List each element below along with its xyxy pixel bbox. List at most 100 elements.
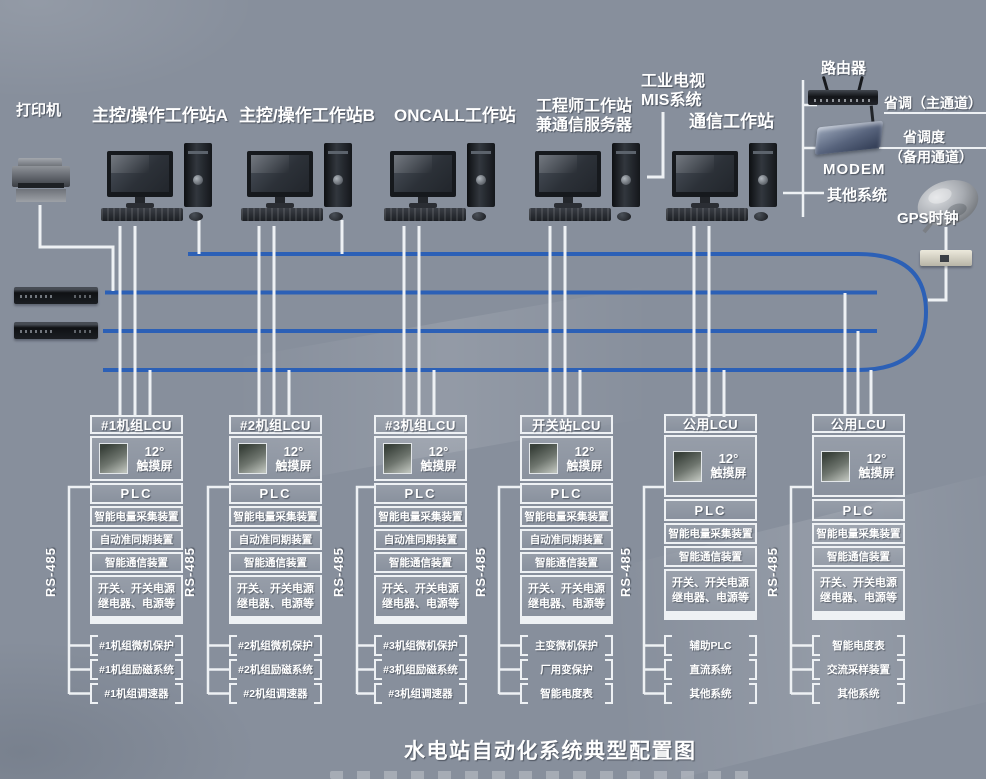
linked-device: 智能电度表 (520, 683, 613, 704)
touchscreen-label: 12° 触摸屏 (420, 443, 457, 473)
rs485-label: RS-485 (43, 546, 58, 598)
printer-label: 打印机 (16, 102, 62, 119)
lcu-section: 智能电量采集装置 (90, 506, 183, 527)
linked-device: #1机组调速器 (90, 683, 183, 704)
touchscreen-label: 12° 触摸屏 (136, 443, 173, 473)
touchscreen-icon (673, 450, 702, 482)
keyboard (241, 208, 323, 221)
touchscreen-icon (383, 443, 412, 474)
linked-device: #3机组励磁系统 (374, 659, 467, 680)
backup-channel-note: （备用通道） (889, 149, 973, 165)
drop-lines-lcu4 (548, 226, 582, 417)
keyboard (529, 208, 611, 221)
lcu-section: 智能通信装置 (229, 552, 322, 573)
lcu-switch-section: 开关、开关电源 继电器、电源等 (812, 569, 905, 613)
linked-device: 直流系统 (664, 659, 757, 680)
keyboard (384, 208, 466, 221)
touchscreen-icon (238, 443, 267, 474)
lcu-header: #3机组LCU (374, 415, 467, 434)
mis-link-line (647, 112, 665, 179)
lcu-header: #2机组LCU (229, 415, 322, 434)
oncall-label: ONCALL工作站 (394, 106, 516, 125)
lcu-plc-row: PLC (664, 499, 757, 521)
lcu-cabinet-base (374, 618, 467, 624)
gps-receiver-device (920, 250, 972, 266)
linked-device: #2机组微机保护 (229, 635, 322, 656)
computer-tower (749, 143, 777, 207)
monitor-stand (275, 197, 285, 204)
touchscreen-icon (99, 443, 128, 474)
lcu-header: #1机组LCU (90, 415, 183, 434)
rs485-label: RS-485 (765, 546, 780, 598)
rs485-label: RS-485 (618, 546, 633, 598)
main-channel-label: 省调（主通道） (884, 95, 982, 111)
computer-tower (467, 143, 495, 207)
engineer-label-line2: 兼通信服务器 (536, 117, 633, 134)
engineer-label: 工程师工作站 兼通信服务器 (536, 97, 632, 135)
router-body (808, 90, 878, 105)
printer-cable (38, 205, 115, 291)
mouse (617, 212, 631, 221)
backup-channel-name: 省调度 (903, 129, 945, 145)
printer-body (12, 166, 70, 187)
lcu-section: 智能通信装置 (664, 546, 757, 567)
monitor-stand (418, 197, 428, 204)
lcu-plc-row: PLC (90, 483, 183, 504)
linked-device: 辅助PLC (664, 635, 757, 656)
linked-device: 其他系统 (812, 683, 905, 704)
printer-lid (18, 158, 62, 167)
monitor-base (409, 203, 437, 208)
computer-tower (184, 143, 212, 207)
monitor-stand (700, 197, 710, 204)
linked-device: 其他系统 (664, 683, 757, 704)
workstation-b-label: 主控/操作工作站B (239, 106, 375, 125)
lcu-section: 自动准同期装置 (90, 529, 183, 550)
other-systems-label: 其他系统 (827, 187, 888, 204)
satellite-dish-icon (910, 176, 984, 239)
modem-device (812, 105, 890, 163)
rs485-bracket-lcu1 (67, 485, 90, 695)
monitor (672, 151, 738, 197)
network-switch-2 (14, 322, 98, 339)
gps-cable (928, 227, 948, 302)
printer-slot (18, 183, 64, 188)
workstation-device-b (241, 143, 357, 229)
linked-device: #1机组励磁系统 (90, 659, 183, 680)
linked-device: 主变微机保护 (520, 635, 613, 656)
touchscreen-label: 12° 触摸屏 (566, 443, 603, 473)
mis-label: 工业电视 MIS系统 (641, 72, 705, 110)
touchscreen-label: 12° 触摸屏 (858, 451, 895, 481)
drop-lines-lcu3 (402, 226, 436, 417)
router-lights (814, 99, 872, 102)
lcu-switch-section: 开关、开关电源 继电器、电源等 (90, 575, 183, 618)
monitor-base (126, 203, 154, 208)
mouse (754, 212, 768, 221)
drop-lines-lcu5 (692, 226, 726, 417)
lcu-section: 自动准同期装置 (229, 529, 322, 550)
computer-tower (324, 143, 352, 207)
mis-label-line1: 工业电视 (641, 73, 706, 90)
lcu-plc-row: PLC (229, 483, 322, 504)
mis-label-line2: MIS系统 (641, 92, 702, 109)
linked-device: #3机组调速器 (374, 683, 467, 704)
lcu-cabinet-base (664, 613, 757, 620)
lcu-cabinet-base (520, 618, 613, 624)
router-label: 路由器 (821, 60, 867, 77)
lcu-switch-section: 开关、开关电源 继电器、电源等 (520, 575, 613, 618)
printer-device (12, 158, 70, 210)
linked-device: 厂用变保护 (520, 659, 613, 680)
computer-tower (612, 143, 640, 207)
modem-label: MODEM (823, 161, 886, 178)
workstation-a-label: 主控/操作工作站A (92, 106, 228, 125)
linked-device: #1机组微机保护 (90, 635, 183, 656)
lcu-section: 智能通信装置 (90, 552, 183, 573)
lcu-plc-row: PLC (374, 483, 467, 504)
linked-device: 交流采样装置 (812, 659, 905, 680)
rs485-label: RS-485 (182, 546, 197, 598)
linked-device: #3机组微机保护 (374, 635, 467, 656)
monitor (535, 151, 601, 197)
lcu-cabinet-base (90, 618, 183, 624)
monitor-base (266, 203, 294, 208)
lcu-section: 智能电量采集装置 (374, 506, 467, 527)
